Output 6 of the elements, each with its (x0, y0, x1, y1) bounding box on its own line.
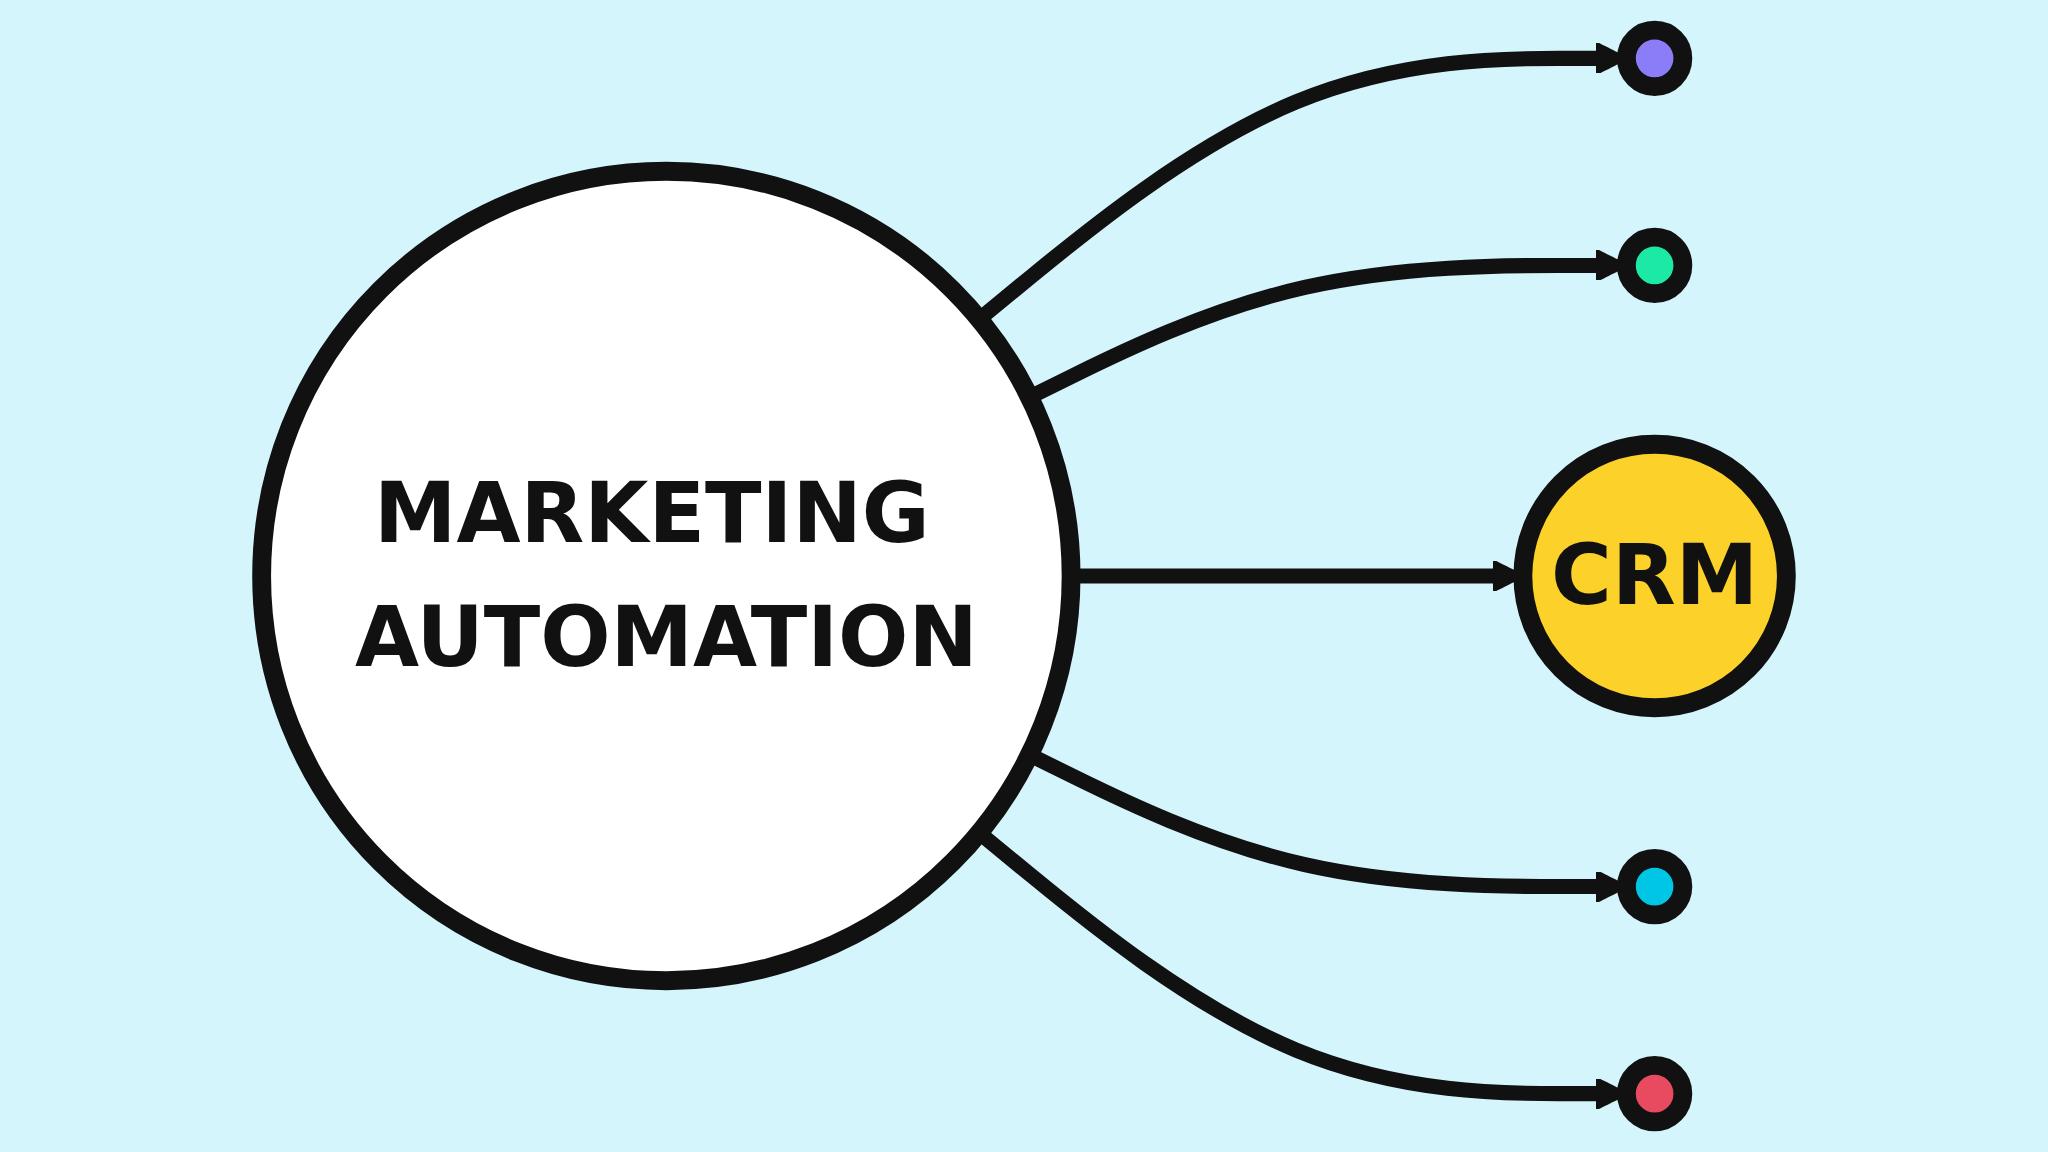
node-circle (1616, 20, 1693, 96)
node-circle (1616, 848, 1693, 925)
node-circle: CRM (1513, 434, 1796, 718)
node-circle (1616, 227, 1693, 304)
node-circle (1616, 1056, 1693, 1132)
node-circle: MARKETING AUTOMATION (252, 161, 1081, 991)
